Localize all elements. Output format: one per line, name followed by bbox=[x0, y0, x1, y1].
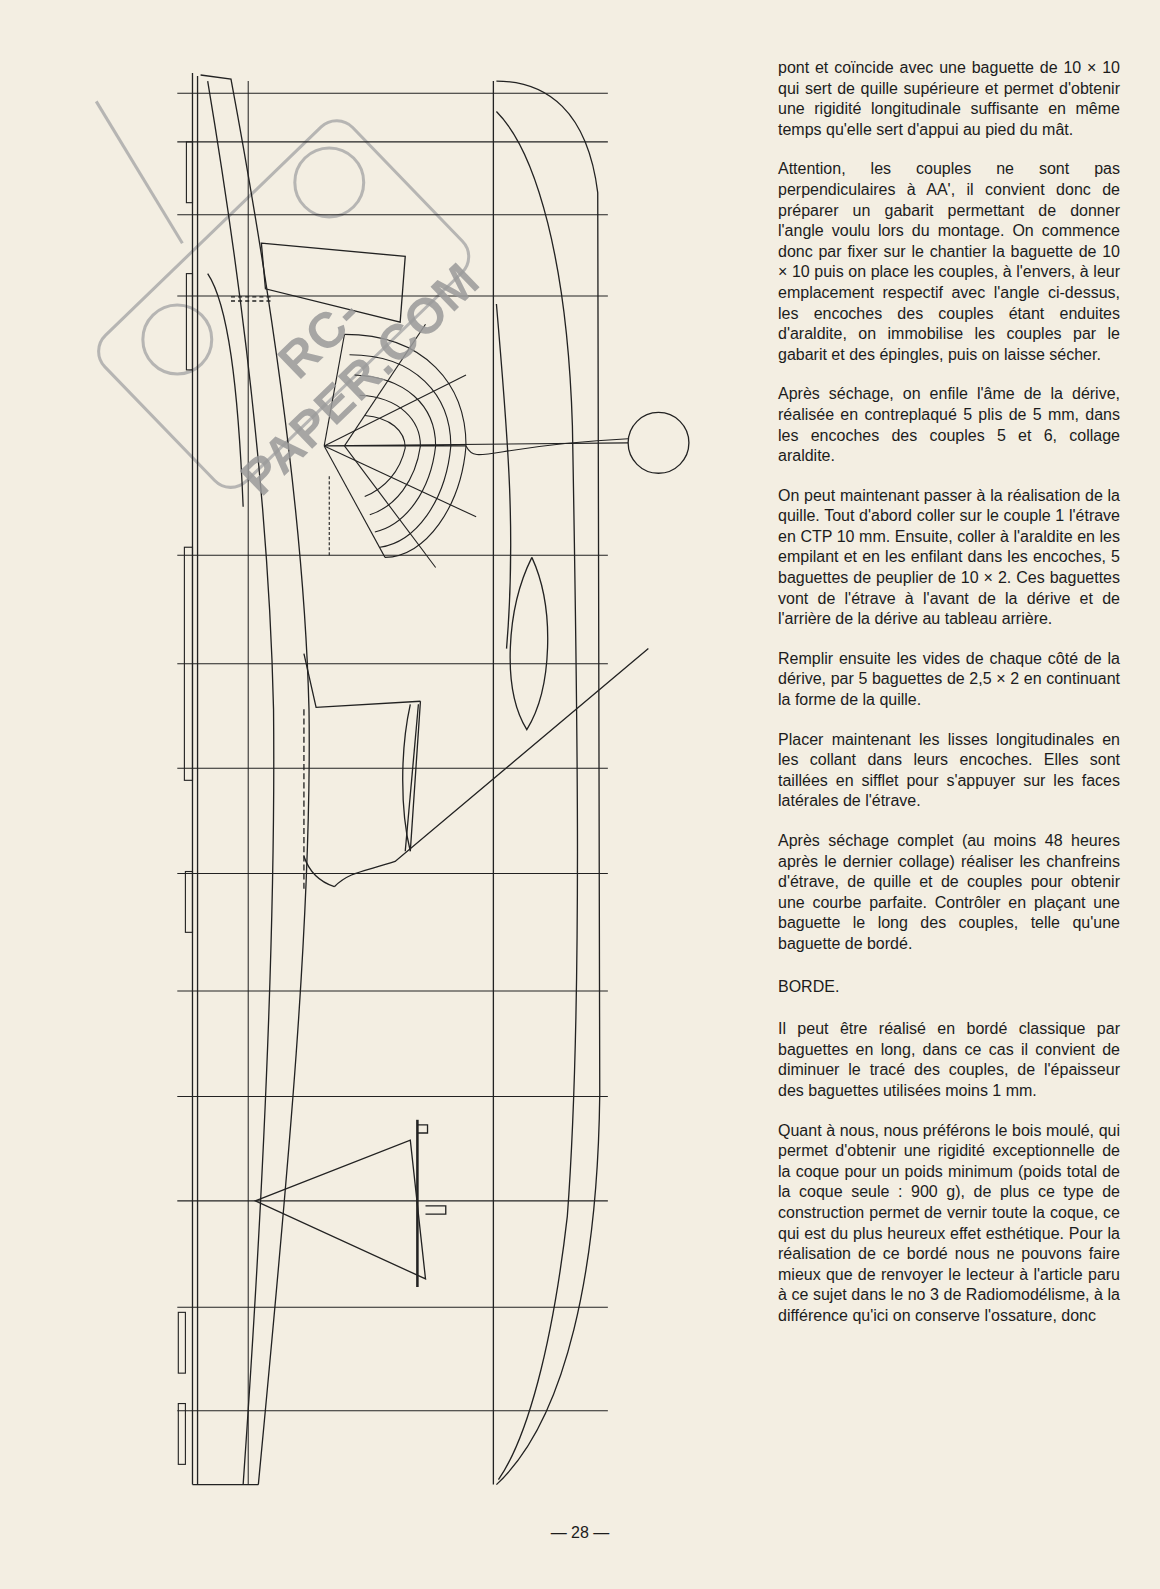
body-paragraph: Il peut être réalisé en bordé classique … bbox=[778, 1019, 1120, 1101]
body-paragraph: pont et coïncide avec une baguette de 10… bbox=[778, 58, 1120, 140]
body-paragraph: Quant à nous, nous préférons le bois mou… bbox=[778, 1121, 1120, 1327]
body-paragraph: Après séchage complet (au moins 48 heure… bbox=[778, 831, 1120, 955]
body-paragraph: Remplir ensuite les vides de chaque côté… bbox=[778, 649, 1120, 711]
body-paragraph: Attention, les couples ne sont pas perpe… bbox=[778, 159, 1120, 365]
section-heading: BORDE. bbox=[778, 977, 1120, 998]
text-column: pont et coïncide avec une baguette de 10… bbox=[778, 58, 1120, 1345]
body-paragraph: Après séchage, on enfile l'âme de la dér… bbox=[778, 384, 1120, 466]
watermark: RC-PAPER.COM bbox=[163, 184, 517, 531]
body-paragraph: Placer maintenant les lisses longitudina… bbox=[778, 730, 1120, 812]
body-paragraph: On peut maintenant passer à la réalisati… bbox=[778, 486, 1120, 630]
page-number: — 28 — bbox=[0, 1524, 1160, 1542]
